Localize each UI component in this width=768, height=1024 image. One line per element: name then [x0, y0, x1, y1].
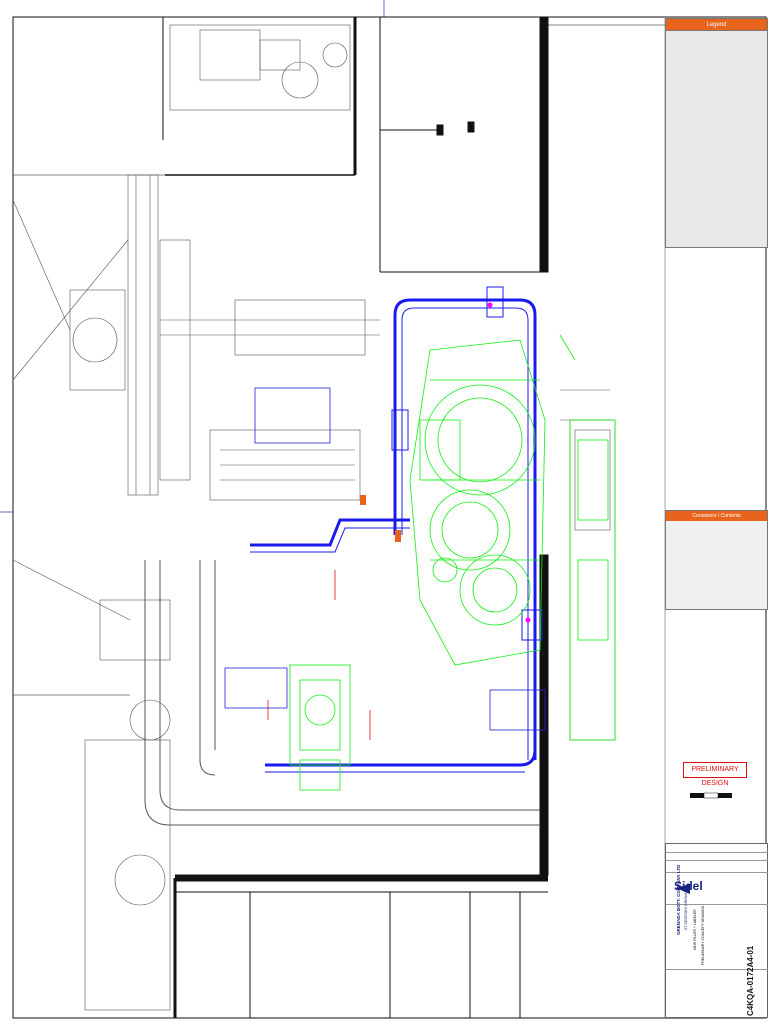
conveyor-mid-run [250, 518, 410, 547]
scope-marks [224, 387, 546, 740]
conveyor-spiral-right [521, 609, 543, 641]
existing-labeler-old [234, 299, 366, 356]
existing-lower-left-machine [84, 739, 171, 1011]
sheet-border [12, 16, 767, 1019]
building-walls [13, 16, 665, 1018]
containers-panel: Containers / Contents [665, 510, 768, 610]
accumulation-note-1 [254, 387, 331, 444]
new-equipment [289, 334, 616, 791]
conveyor-upper-loop [393, 298, 537, 760]
existing-infeed-column [127, 174, 159, 496]
drawing-type: PRELIMINARY CONCEPT DRAWING [701, 905, 705, 965]
new-labeler [289, 664, 351, 791]
existing-equipment [12, 24, 616, 1011]
diag-line-3 [12, 199, 71, 331]
existing-palletizer [69, 289, 126, 391]
new-filler [409, 339, 546, 666]
accumulation-note-3 [489, 689, 546, 731]
existing-depal [159, 239, 191, 481]
accumulation-note-2 [224, 667, 288, 709]
legend-title: Legend [666, 19, 767, 31]
accumulation-box [391, 409, 409, 451]
containers-title: Containers / Contents [666, 511, 767, 521]
project-name: NEW FILLER + LABELER [693, 909, 697, 950]
scale-bar [690, 792, 732, 799]
company-location: ST GEORGES GRENADA [684, 888, 688, 930]
conveyor-spiral-upper [486, 286, 504, 318]
diag-line-1 [12, 239, 129, 381]
column-1 [436, 124, 444, 136]
existing-conveyor-loop [159, 560, 540, 811]
drawing-number: C4KQA-0172A4-01 [746, 945, 755, 1016]
sidel-logo: Sidel [674, 879, 703, 894]
existing-upper-machine [169, 24, 351, 111]
diag-line-2 [12, 559, 131, 621]
svg-text:Sidel: Sidel [674, 879, 703, 893]
conveyor-lower-run [265, 749, 537, 767]
title-block [665, 843, 768, 1018]
wall-right-upper [539, 16, 549, 273]
company-name: GRENADA BOTT. COMPANY LTD [676, 864, 681, 935]
existing-accumulator [209, 429, 361, 501]
column-2 [467, 121, 475, 133]
new-right-module [559, 334, 616, 741]
preliminary-design-stamp: PRELIMINARY DESIGN [683, 762, 747, 787]
new-conveyors [250, 286, 543, 773]
legend-panel: Legend [665, 18, 768, 248]
accent-marks [360, 302, 531, 623]
